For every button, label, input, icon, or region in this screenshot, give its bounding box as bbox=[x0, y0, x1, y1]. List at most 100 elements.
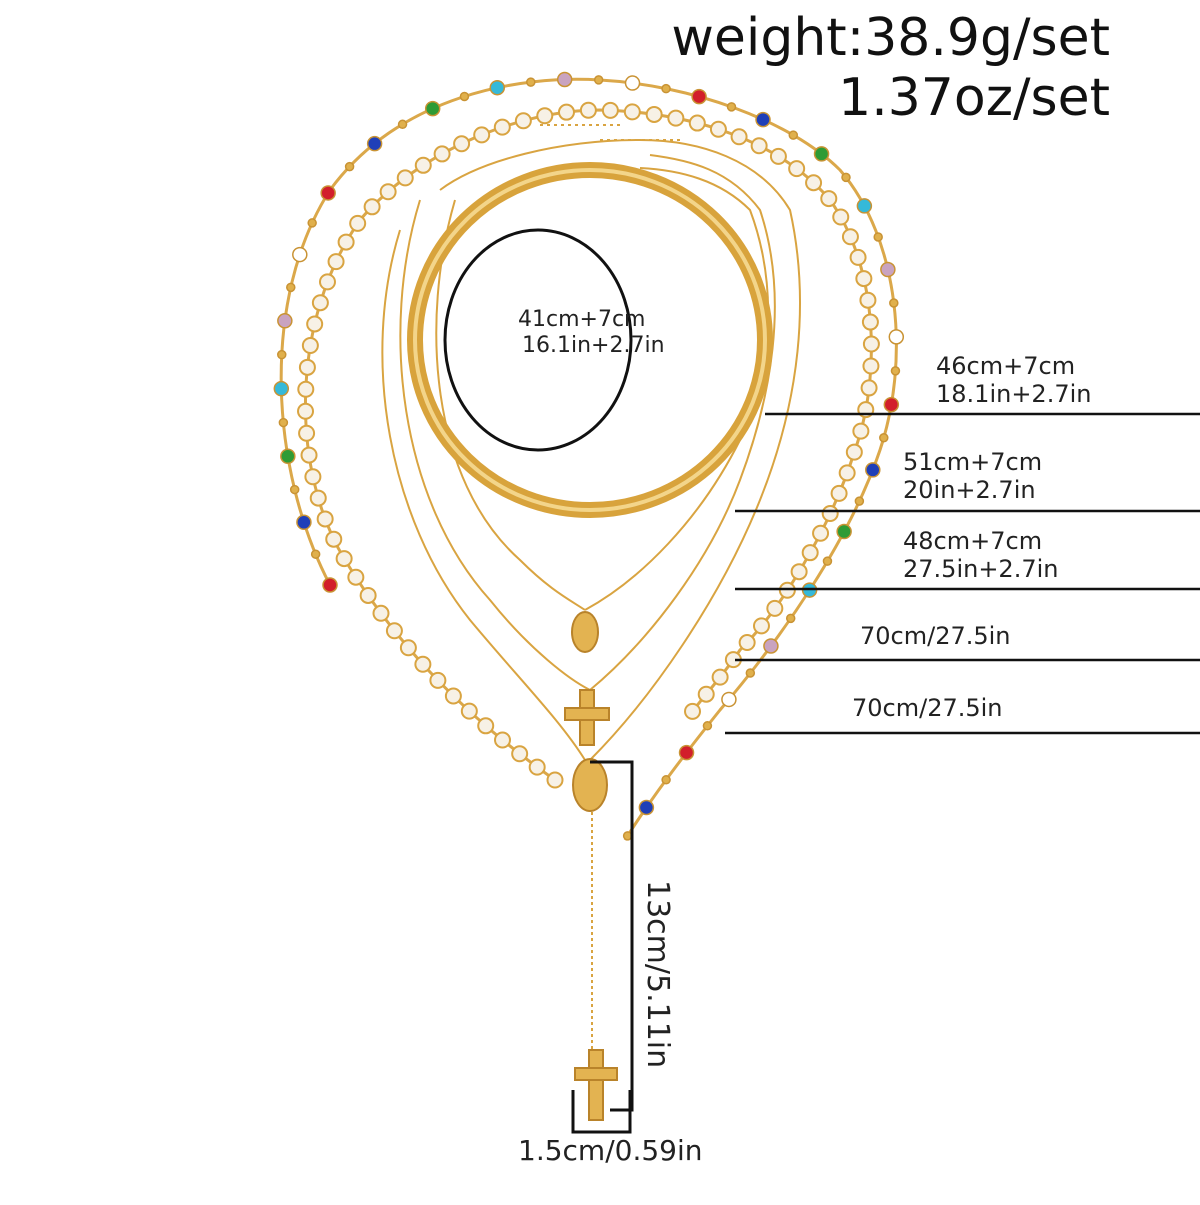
herringbone-choker bbox=[407, 162, 773, 518]
necklace-bead bbox=[489, 79, 506, 96]
necklace-bead bbox=[278, 417, 289, 428]
necklace-pearl bbox=[601, 101, 619, 119]
necklace-pearl bbox=[838, 464, 856, 482]
lariat-cross bbox=[574, 1049, 618, 1121]
necklace-pearl bbox=[730, 128, 748, 146]
necklace-pearl bbox=[579, 101, 597, 119]
necklace-pearl bbox=[820, 190, 838, 208]
necklace-48-label: 48cm+7cm 27.5in+2.7in bbox=[903, 527, 1058, 583]
necklace-pearl bbox=[805, 174, 823, 192]
necklace-bead bbox=[296, 514, 312, 531]
leader-lines bbox=[725, 412, 1200, 735]
necklace-pearl bbox=[667, 109, 685, 127]
choker-measure-ring bbox=[443, 228, 633, 452]
necklace-bead bbox=[322, 577, 338, 593]
necklace-bead bbox=[880, 261, 896, 278]
necklace-pearl bbox=[473, 126, 491, 144]
necklace-pearl bbox=[414, 655, 432, 673]
necklace-pearl bbox=[337, 233, 355, 251]
pearl-necklace-length: 70cm/27.5in bbox=[860, 622, 1011, 650]
necklace-pearl bbox=[297, 402, 315, 420]
necklace-pearl bbox=[297, 380, 315, 398]
necklace-pearl bbox=[855, 270, 873, 288]
necklace-pearl bbox=[860, 379, 878, 397]
necklace-bead bbox=[310, 549, 321, 559]
necklace-pearl bbox=[494, 731, 512, 749]
necklace-pearl bbox=[363, 198, 381, 216]
cross-pendant bbox=[564, 689, 610, 746]
necklace-pearl bbox=[298, 424, 316, 442]
necklace-pearl bbox=[557, 103, 575, 121]
necklace-pearl bbox=[349, 214, 367, 232]
necklace-bead bbox=[277, 313, 293, 329]
drop-length-bracket bbox=[590, 760, 634, 1112]
necklace-pearl bbox=[738, 634, 756, 652]
bead-necklace bbox=[273, 71, 905, 841]
necklace-bead bbox=[841, 172, 851, 183]
necklace-bead bbox=[273, 380, 290, 397]
necklace-pearl bbox=[766, 599, 784, 617]
necklace-bead bbox=[702, 721, 713, 731]
lariat-medal bbox=[572, 758, 608, 812]
necklace-pearl bbox=[812, 524, 830, 542]
necklace-bead bbox=[745, 668, 756, 678]
necklace-pearl bbox=[429, 671, 447, 689]
necklace-pearl bbox=[396, 169, 414, 187]
necklace-pearl bbox=[697, 685, 715, 703]
necklace-pearl bbox=[645, 105, 663, 123]
necklace-bead bbox=[556, 71, 573, 88]
necklace-pearl bbox=[849, 248, 867, 266]
choker-length-label: 41cm+7cm 16.1in+2.7in bbox=[518, 307, 665, 359]
necklace-pearl bbox=[778, 581, 796, 599]
choker-length-in: 16.1in+2.7in bbox=[522, 333, 665, 358]
necklace-pearl bbox=[821, 505, 839, 523]
necklace-pearl bbox=[511, 745, 529, 763]
necklace-bead bbox=[854, 496, 865, 506]
necklace-pearl bbox=[752, 617, 770, 635]
necklace-pearl bbox=[414, 156, 432, 174]
necklace-pearl bbox=[318, 273, 336, 291]
necklace-bead bbox=[691, 88, 707, 105]
necklace-bead bbox=[280, 448, 296, 465]
pearl-necklace bbox=[297, 101, 880, 789]
necklace-pearl bbox=[684, 702, 702, 720]
necklace-pearl bbox=[311, 294, 329, 312]
necklace-pearl bbox=[335, 550, 353, 568]
necklace-pearl bbox=[546, 771, 564, 789]
necklace-bead bbox=[889, 298, 899, 308]
necklace-pearl bbox=[832, 208, 850, 226]
necklace-pearl bbox=[536, 107, 554, 125]
necklace-pearl bbox=[859, 291, 877, 309]
necklace-46-in: 18.1in+2.7in bbox=[936, 380, 1092, 408]
drop-length-label: 13cm/5.11in bbox=[640, 880, 675, 1069]
necklace-bead bbox=[836, 523, 852, 540]
necklace-bead bbox=[873, 232, 883, 242]
weight-ounces: 1.37oz/set bbox=[838, 68, 1110, 128]
necklace-bead bbox=[307, 218, 317, 228]
necklace-pearl bbox=[306, 315, 324, 333]
necklace-pearl bbox=[359, 586, 377, 604]
necklace-pearl bbox=[379, 183, 397, 201]
necklace-pearl bbox=[623, 103, 641, 121]
necklace-pearl bbox=[709, 120, 727, 138]
necklace-bead bbox=[624, 75, 641, 91]
cross-width-bracket bbox=[571, 1090, 632, 1134]
necklace-bead bbox=[678, 744, 695, 761]
necklace-pearl bbox=[788, 160, 806, 178]
necklace-48-cm: 48cm+7cm bbox=[903, 527, 1043, 555]
necklace-bead bbox=[289, 484, 300, 495]
necklace-bead bbox=[726, 102, 737, 112]
necklace-pearl bbox=[861, 313, 879, 331]
necklace-pearl bbox=[750, 137, 768, 155]
weight-grams: weight:38.9g/set bbox=[671, 8, 1110, 68]
necklace-pearl bbox=[372, 604, 390, 622]
necklace-pearl bbox=[528, 758, 546, 776]
necklace-pearl bbox=[801, 544, 819, 562]
necklace-pearl bbox=[845, 443, 863, 461]
necklace-bead bbox=[813, 146, 830, 162]
choker-length-cm: 41cm+7cm bbox=[518, 307, 646, 332]
necklace-51-in: 20in+2.7in bbox=[903, 476, 1036, 504]
necklace-pearl bbox=[477, 717, 495, 735]
necklace-pearl bbox=[453, 135, 471, 153]
